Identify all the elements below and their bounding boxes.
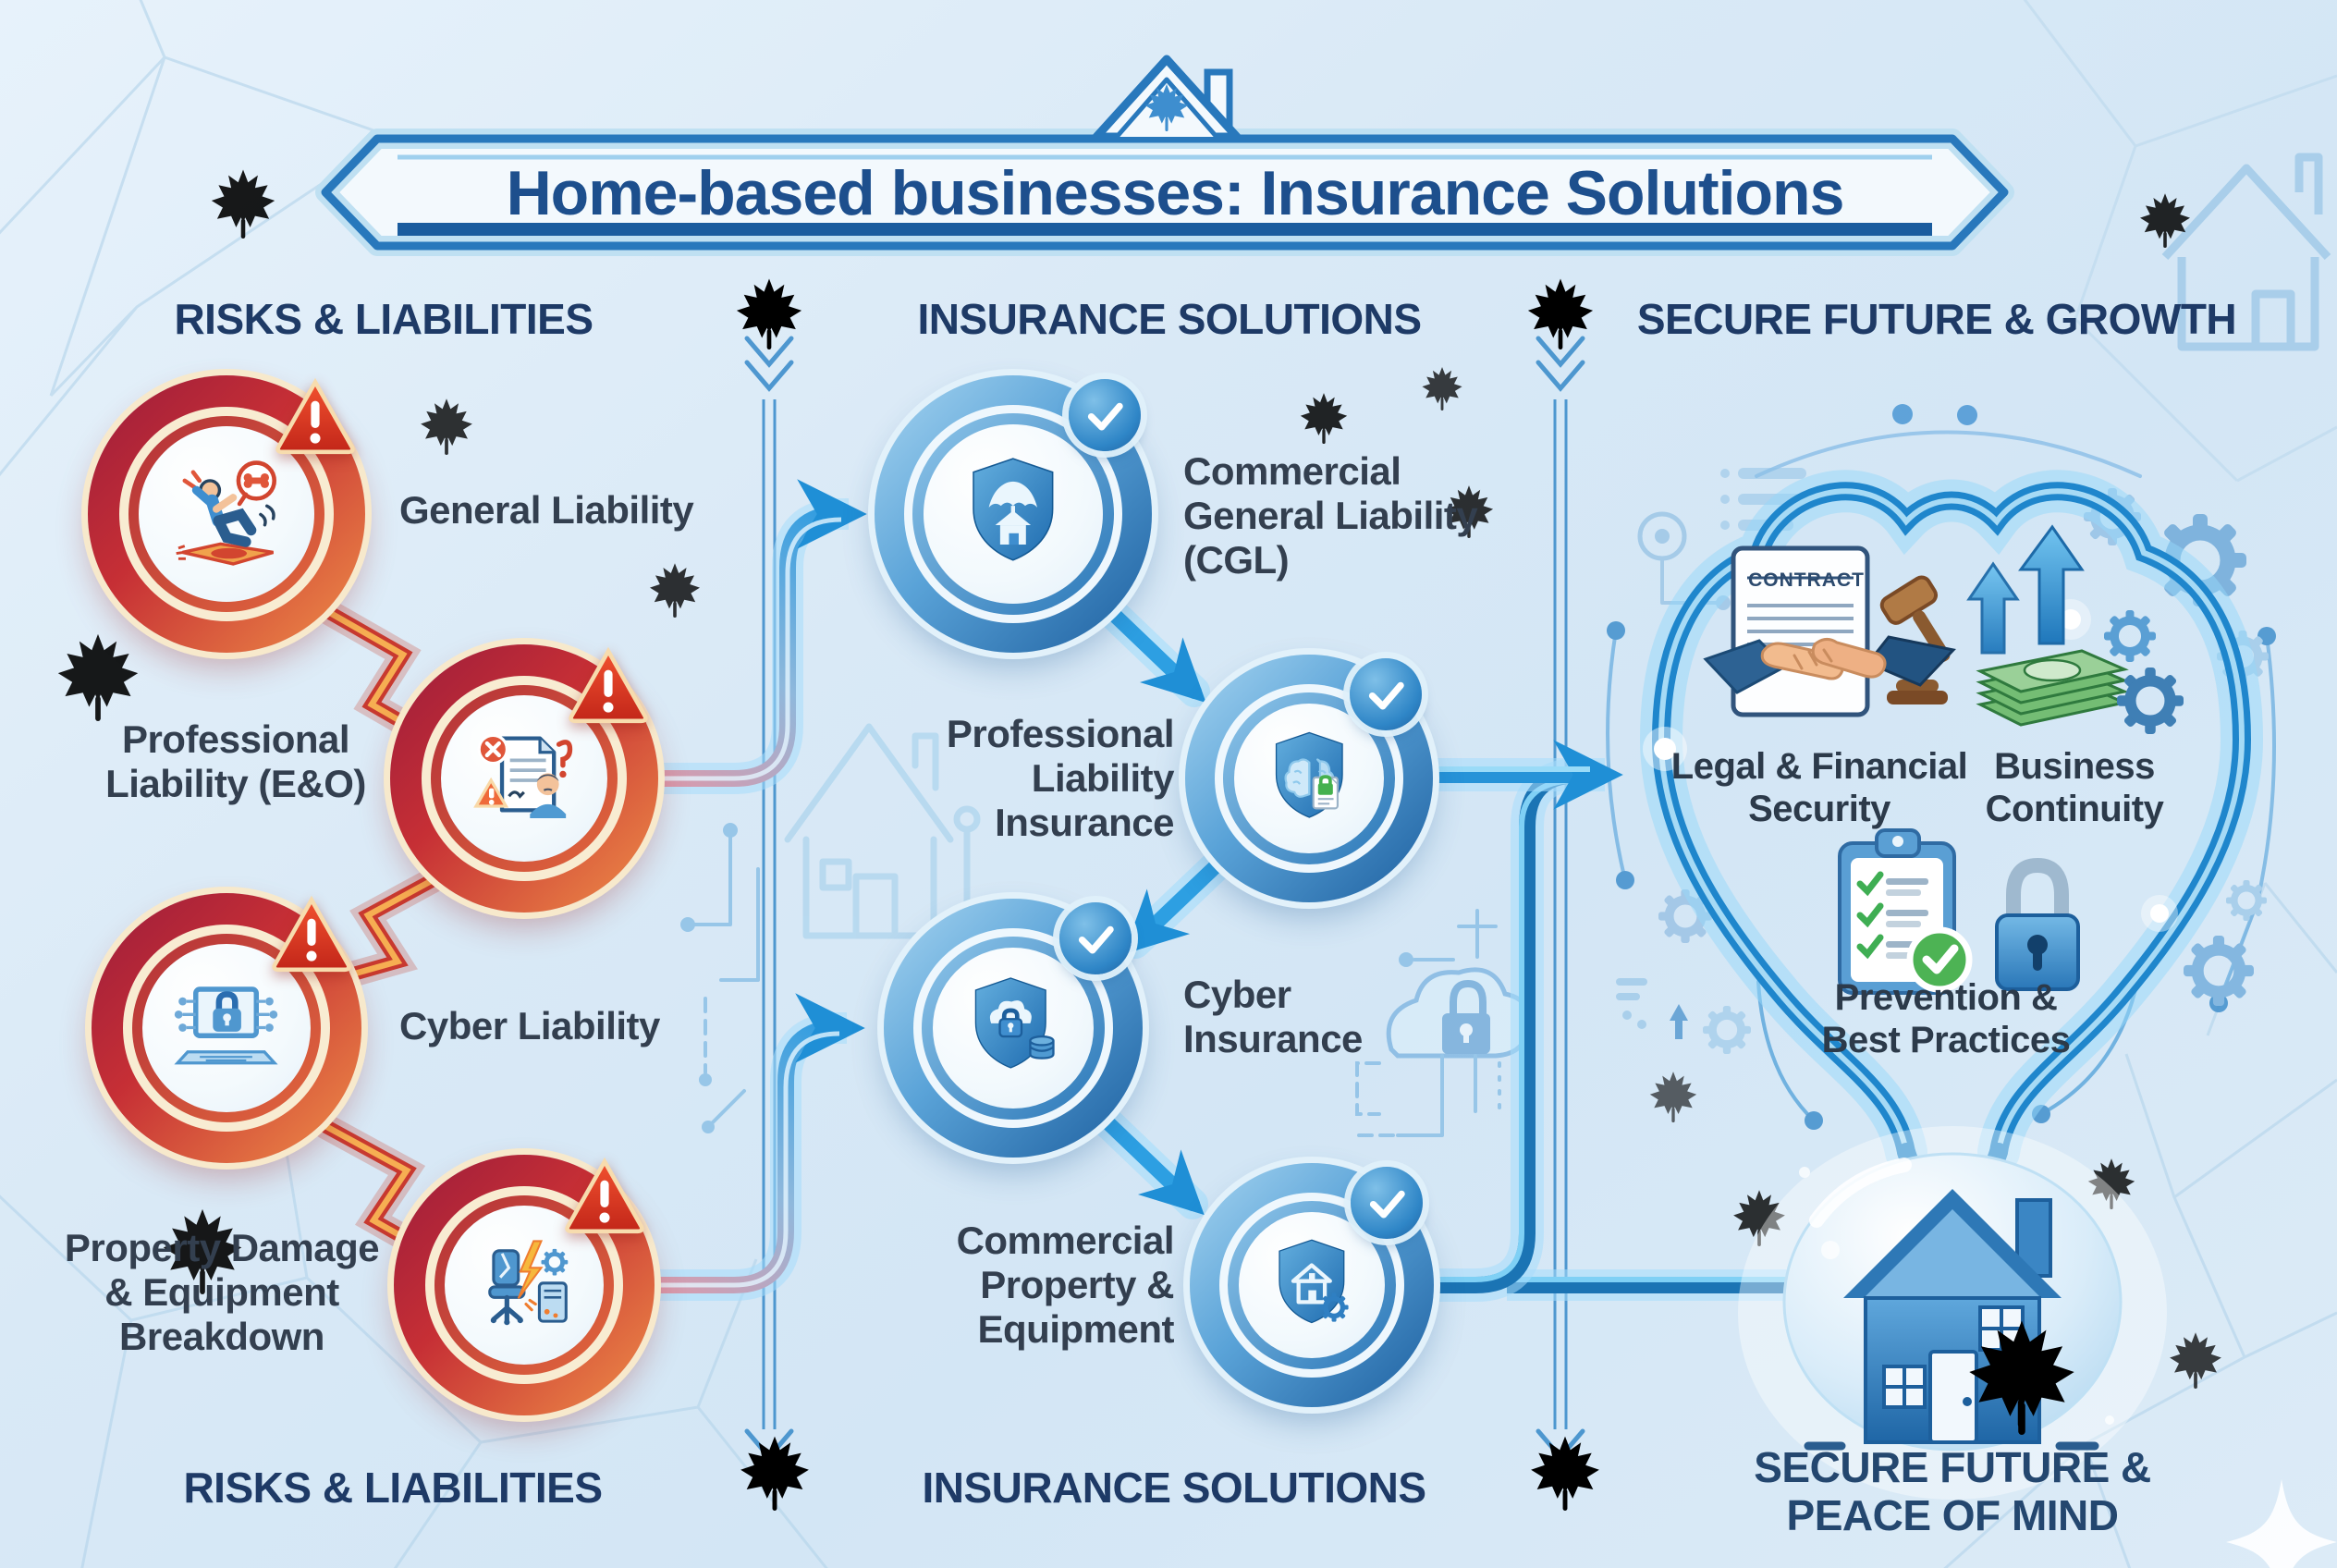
risk-label-professional-liability: Professional Liability (E&O) bbox=[105, 717, 366, 805]
final-outcome-label: SECURE FUTURE & PEACE OF MIND bbox=[1754, 1443, 2151, 1539]
risk-label-general-liability: General Liability bbox=[399, 488, 694, 532]
solution-label-property: Commercial Property & Equipment bbox=[956, 1219, 1175, 1351]
warning-icon bbox=[273, 375, 358, 455]
risk-label-property-damage: Property Damage & Equipment Breakdown bbox=[64, 1226, 380, 1358]
warning-icon bbox=[269, 893, 354, 973]
contract-text: CONTRACT bbox=[1748, 570, 1865, 591]
slip-and-fall-icon bbox=[176, 459, 276, 566]
laptop-lock-icon bbox=[174, 986, 279, 1065]
title-banner bbox=[315, 55, 2014, 256]
solution-flow-arrows bbox=[1090, 593, 1230, 1219]
footer-solutions: INSURANCE SOLUTIONS bbox=[922, 1464, 1426, 1512]
solution-node-commercial-property bbox=[1190, 1163, 1434, 1407]
house-in-bubble-icon bbox=[1738, 1126, 2167, 1500]
solution-label-cyber: Cyber Insurance bbox=[1183, 973, 1363, 1060]
risk-node-general-liability bbox=[88, 375, 365, 653]
header-growth: SECURE FUTURE & GROWTH bbox=[1636, 295, 2237, 343]
prevention-practices-icon bbox=[1838, 828, 2080, 995]
solution-node-professional-liability-insurance bbox=[1185, 655, 1433, 902]
outcome-label-legal: Legal & Financial Security bbox=[1670, 746, 1968, 829]
broken-equipment-icon bbox=[488, 1240, 581, 1326]
shield-house-gear-icon bbox=[1279, 1239, 1364, 1324]
warning-icon bbox=[566, 644, 651, 724]
solution-label-professional: Professional Liability Insurance bbox=[946, 712, 1175, 844]
business-continuity-icon bbox=[1966, 524, 2184, 734]
check-icon bbox=[1351, 1167, 1423, 1239]
risk-node-cyber-liability bbox=[92, 893, 361, 1163]
shield-brain-document-icon bbox=[1275, 731, 1343, 818]
page-title: Home-based businesses: Insurance Solutio… bbox=[506, 158, 1845, 228]
shield-cloud-lock-icon bbox=[975, 977, 1056, 1069]
check-icon bbox=[1350, 658, 1422, 730]
check-icon bbox=[1069, 379, 1141, 451]
header-solutions: INSURANCE SOLUTIONS bbox=[917, 295, 1422, 343]
corner-house-outline bbox=[2161, 153, 2331, 351]
warning-icon bbox=[562, 1155, 647, 1234]
footer-risks: RISKS & LIABILITIES bbox=[183, 1464, 603, 1512]
risk-to-solution-connectors bbox=[658, 479, 867, 1301]
shield-umbrella-house-icon bbox=[973, 458, 1054, 561]
outcome-label-business: Business Continuity bbox=[1985, 746, 2164, 829]
solution-label-cgl: Commercial General Liability (CGL) bbox=[1183, 449, 1478, 582]
risk-label-cyber-liability: Cyber Liability bbox=[399, 1004, 660, 1047]
sparkle-decor bbox=[1799, 1167, 2337, 1568]
banner-house-peak-icon bbox=[1092, 55, 1242, 141]
header-risks: RISKS & LIABILITIES bbox=[174, 295, 593, 343]
document-error-icon bbox=[473, 733, 573, 819]
outcome-label-prevention: Prevention & Best Practices bbox=[1821, 977, 2071, 1060]
legal-financial-icon bbox=[1703, 545, 1956, 717]
risk-node-professional-liability bbox=[390, 644, 658, 913]
gear-decor bbox=[1616, 488, 2269, 1054]
solution-to-growth-connectors bbox=[1433, 740, 1798, 1302]
check-icon bbox=[1059, 902, 1132, 974]
risk-node-property-damage bbox=[394, 1155, 655, 1415]
solution-node-cgl bbox=[875, 375, 1152, 653]
solution-node-cyber-insurance bbox=[884, 899, 1143, 1158]
